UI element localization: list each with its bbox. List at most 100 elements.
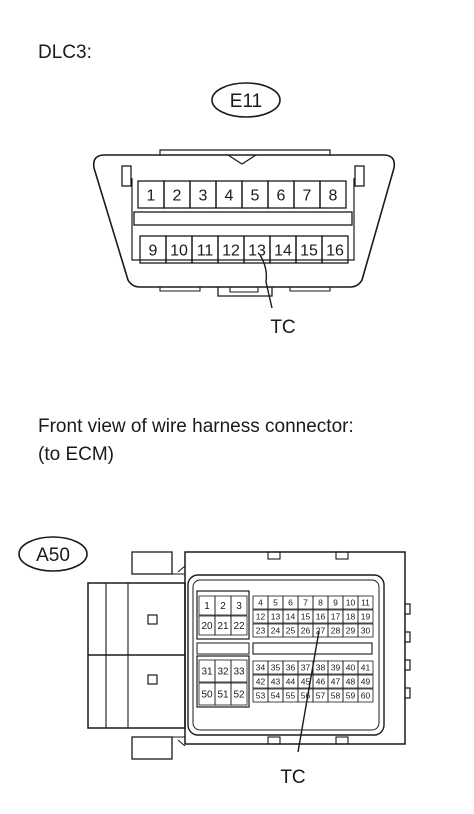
dlc3-pin-label-5: 5 xyxy=(251,187,260,204)
ecm-pin-label-18: 18 xyxy=(346,612,356,622)
ecm-pin-cell-52 xyxy=(230,682,248,706)
ecm-pin-label-2: 2 xyxy=(220,601,226,612)
dlc3-code-badge: E11 xyxy=(211,82,281,118)
ecm-pin-cell-49 xyxy=(357,674,374,689)
dlc3-pin-label-12: 12 xyxy=(222,242,240,259)
ecm-pin-label-38: 38 xyxy=(316,663,326,673)
dlc3-bottom-pin-row: 9 10 11 12 13 14 15 16 xyxy=(139,235,349,264)
ecm-pin-label-8: 8 xyxy=(318,598,323,608)
dlc3-pin-label-1: 1 xyxy=(147,187,156,204)
ecm-left-pin-block-lower: 31 32 33 50 51 52 xyxy=(198,659,248,706)
dlc3-pin-label-7: 7 xyxy=(303,187,312,204)
ecm-pin-label-16: 16 xyxy=(316,612,326,622)
ecm-pin-label-48: 48 xyxy=(346,677,356,687)
ecm-pin-label-39: 39 xyxy=(331,663,341,673)
ecm-pin-label-51: 51 xyxy=(217,690,229,701)
ecm-pin-label-50: 50 xyxy=(201,690,213,701)
ecm-pin-label-58: 58 xyxy=(331,691,341,701)
dlc3-pin-label-13: 13 xyxy=(248,242,266,259)
ecm-pin-label-14: 14 xyxy=(286,612,296,622)
ecm-pin-label-6: 6 xyxy=(288,598,293,608)
ecm-pin-label-22: 22 xyxy=(233,621,245,632)
ecm-pin-label-3: 3 xyxy=(236,601,242,612)
ecm-pin-label-17: 17 xyxy=(331,612,341,622)
ecm-pin-label-42: 42 xyxy=(256,677,266,687)
ecm-pin-label-45: 45 xyxy=(301,677,311,687)
dlc3-title: DLC3: xyxy=(38,42,92,63)
ecm-pin-label-60: 60 xyxy=(361,691,371,701)
ecm-pin-label-21: 21 xyxy=(217,621,229,632)
ecm-tc-label: TC xyxy=(280,767,305,788)
dlc3-pin-label-8: 8 xyxy=(329,187,338,204)
ecm-pin-label-13: 13 xyxy=(271,612,281,622)
ecm-pin-label-12: 12 xyxy=(256,612,266,622)
ecm-pin-label-46: 46 xyxy=(316,677,326,687)
dlc3-connector xyxy=(92,149,396,297)
ecm-pin-label-44: 44 xyxy=(286,677,296,687)
dlc3-pin-label-3: 3 xyxy=(199,187,208,204)
ecm-pin-label-7: 7 xyxy=(303,598,308,608)
ecm-pin-label-31: 31 xyxy=(201,667,213,678)
ecm-pin-label-40: 40 xyxy=(346,663,356,673)
ecm-pin-label-32: 32 xyxy=(217,667,229,678)
ecm-pin-label-28: 28 xyxy=(331,626,341,636)
ecm-code-badge: A50 xyxy=(18,536,88,572)
ecm-pin-label-9: 9 xyxy=(333,598,338,608)
ecm-pin-label-49: 49 xyxy=(361,677,371,687)
ecm-pin-label-4: 4 xyxy=(258,598,263,608)
ecm-pin-cell-30 xyxy=(357,623,374,638)
ecm-pin-cell-33 xyxy=(230,659,248,683)
ecm-pin-label-52: 52 xyxy=(233,690,245,701)
dlc3-pin-label-15: 15 xyxy=(300,242,318,259)
ecm-pin-label-34: 34 xyxy=(256,663,266,673)
ecm-connector xyxy=(87,551,411,760)
ecm-pin-label-55: 55 xyxy=(286,691,296,701)
dlc3-pin-label-14: 14 xyxy=(274,242,292,259)
dlc3-pin-label-10: 10 xyxy=(170,242,188,259)
ecm-pin-label-43: 43 xyxy=(271,677,281,687)
ecm-pin-label-33: 33 xyxy=(233,667,245,678)
ecm-pin-label-11: 11 xyxy=(361,598,370,608)
dlc3-tc-label: TC xyxy=(270,317,295,338)
ecm-pin-cell-11 xyxy=(357,595,374,610)
ecm-pin-label-20: 20 xyxy=(201,621,213,632)
ecm-pin-label-19: 19 xyxy=(361,612,371,622)
ecm-pin-cell-22 xyxy=(230,615,248,636)
ecm-pin-label-24: 24 xyxy=(271,626,281,636)
ecm-pin-label-54: 54 xyxy=(271,691,281,701)
ecm-pin-label-57: 57 xyxy=(316,691,326,701)
dlc3-pin-label-9: 9 xyxy=(149,242,158,259)
ecm-pin-label-10: 10 xyxy=(346,598,356,608)
ecm-pin-cell-60 xyxy=(357,688,374,703)
dlc3-code: E11 xyxy=(230,91,262,112)
ecm-pin-label-1: 1 xyxy=(204,601,210,612)
ecm-pin-label-41: 41 xyxy=(361,663,371,673)
ecm-pin-cell-19 xyxy=(357,609,374,624)
ecm-pin-label-59: 59 xyxy=(346,691,356,701)
ecm-pin-label-30: 30 xyxy=(361,626,371,636)
ecm-pin-label-47: 47 xyxy=(331,677,341,687)
ecm-pin-label-27: 27 xyxy=(316,626,326,636)
ecm-pin-label-36: 36 xyxy=(286,663,296,673)
dlc3-pin-label-4: 4 xyxy=(225,187,234,204)
ecm-pin-cell-41 xyxy=(357,660,374,675)
dlc3-pin-label-11: 11 xyxy=(197,242,214,259)
ecm-tc-leader xyxy=(297,630,320,753)
ecm-title-line1: Front view of wire harness connector: xyxy=(38,416,354,437)
ecm-pin-label-26: 26 xyxy=(301,626,311,636)
dlc3-pin-cell-16 xyxy=(321,235,349,264)
dlc3-pin-cell-8 xyxy=(319,180,347,209)
dlc3-pin-label-2: 2 xyxy=(173,187,182,204)
ecm-title-line2: (to ECM) xyxy=(38,444,114,465)
ecm-pin-label-37: 37 xyxy=(301,663,311,673)
ecm-pin-label-23: 23 xyxy=(256,626,266,636)
ecm-pin-label-25: 25 xyxy=(286,626,296,636)
dlc3-pin-label-16: 16 xyxy=(326,242,344,259)
ecm-pin-label-15: 15 xyxy=(301,612,311,622)
ecm-pin-label-29: 29 xyxy=(346,626,356,636)
